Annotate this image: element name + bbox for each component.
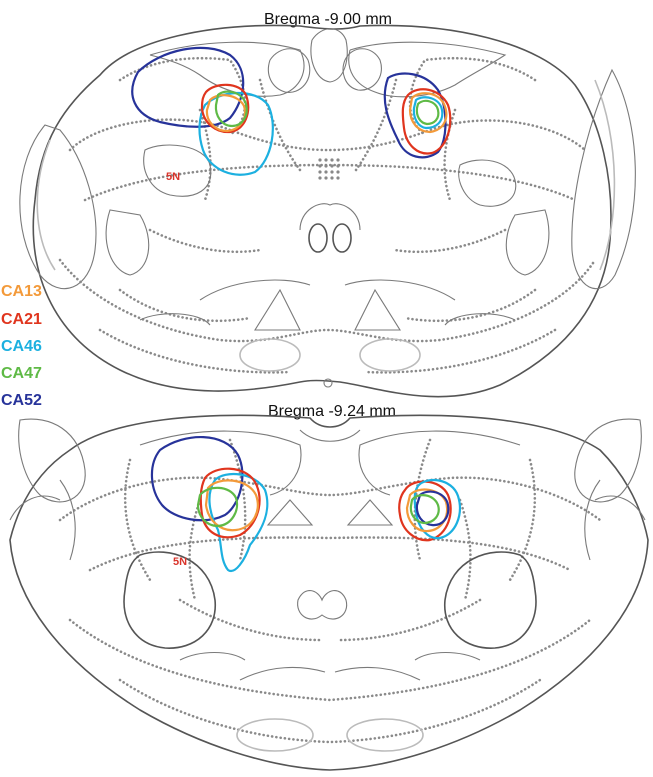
legend-item-ca21: CA21 xyxy=(1,311,42,328)
legend: CA13 CA21 CA46 CA47 CA52 xyxy=(1,283,42,409)
legend-item-ca13: CA13 xyxy=(1,283,42,300)
section-top-midline-grid xyxy=(318,158,339,179)
section-bottom-outline xyxy=(10,415,648,770)
legend-item-ca47: CA47 xyxy=(1,365,42,382)
section-bottom-left-ear xyxy=(19,419,86,502)
section-top: Bregma -9.00 mm xyxy=(20,11,636,397)
site-top-right-ca13 xyxy=(410,93,446,132)
section-bottom-right-ear xyxy=(575,419,642,502)
section-bottom: Bregma -9.24 mm xyxy=(10,403,648,770)
legend-item-ca52: CA52 xyxy=(1,392,42,409)
legend-item-ca46: CA46 xyxy=(1,338,42,355)
site-top-left-ca46 xyxy=(199,93,272,175)
section-top-left-lobe xyxy=(20,125,96,289)
section-bottom-5n-label: 5N xyxy=(173,556,187,568)
section-bottom-title: Bregma -9.24 mm xyxy=(268,403,396,420)
section-top-5n-label: 5N xyxy=(166,171,180,183)
site-top-right-ca47 xyxy=(417,101,439,124)
site-bottom-left-ca47 xyxy=(198,488,237,526)
